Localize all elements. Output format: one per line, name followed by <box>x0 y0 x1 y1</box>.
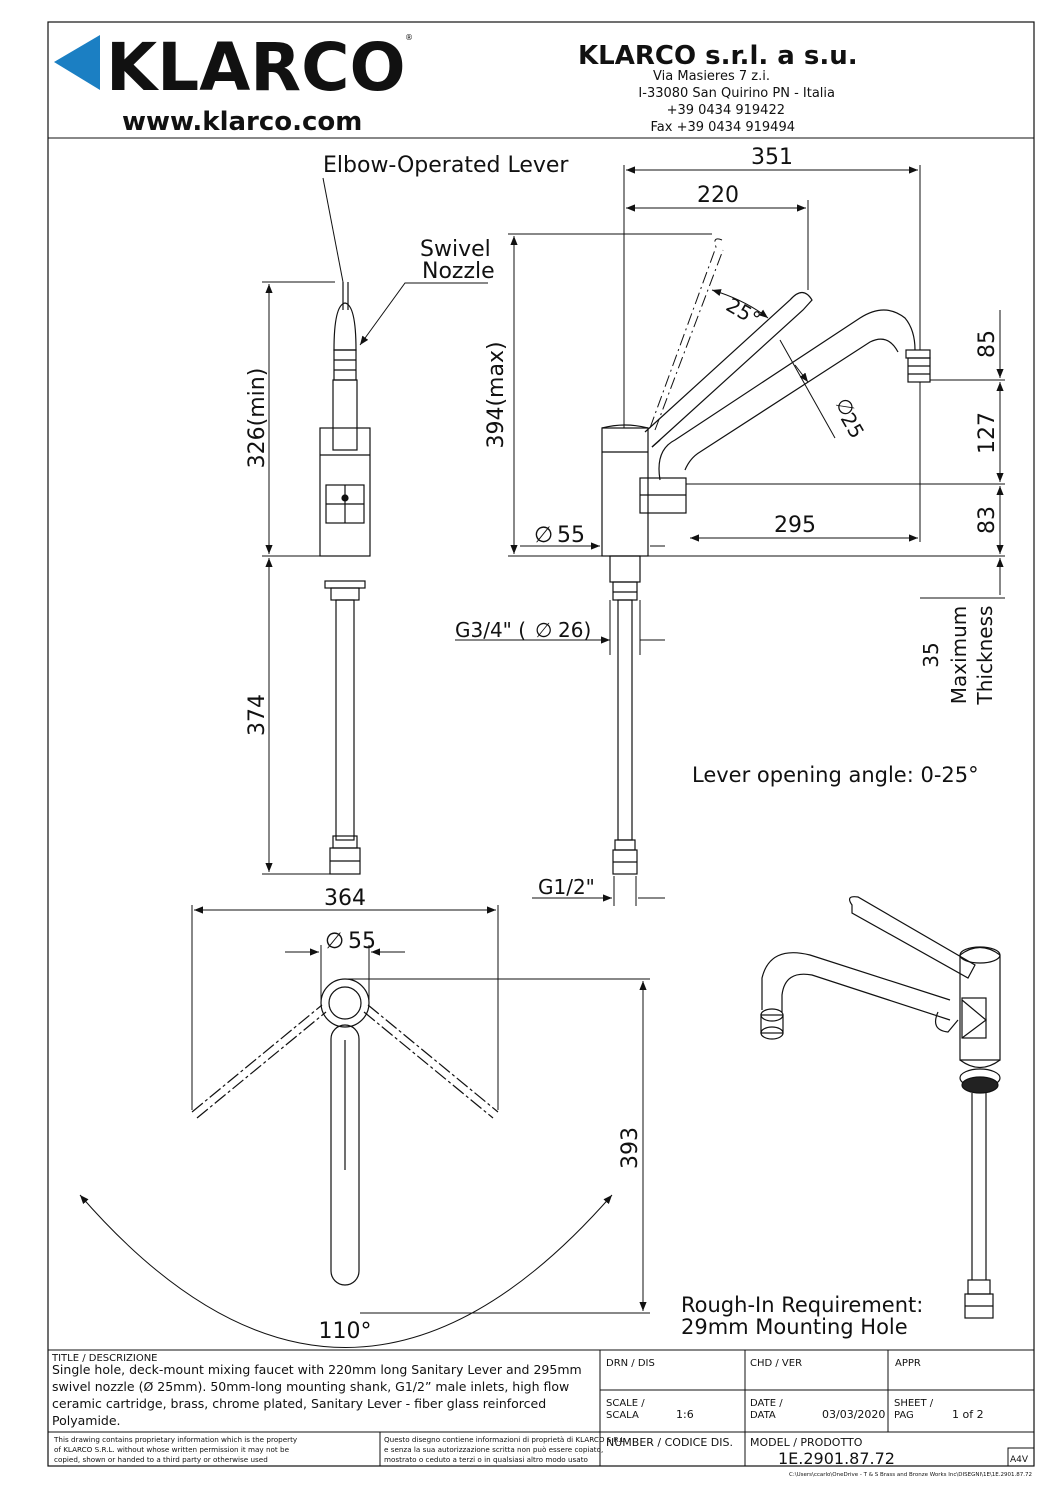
dim-g34: G3/4" ( <box>455 618 526 642</box>
scale-label-2: SCALA <box>606 1410 639 1421</box>
sheet-label-1: SHEET / <box>894 1398 934 1409</box>
description-line: ceramic cartridge, brass, chrome plated,… <box>52 1396 546 1411</box>
chd-label: CHD / VER <box>750 1358 802 1369</box>
paper-size: A4V <box>1010 1455 1029 1465</box>
date-label-2: DATA <box>750 1410 776 1421</box>
legal-line: mostrato o ceduto a terzi o in qualsiasi… <box>384 1455 588 1464</box>
max-thickness-value: 35 <box>919 642 943 667</box>
dim-angle-110: 110° <box>319 1319 372 1344</box>
legal-line: copied, shown or handed to a third party… <box>54 1455 268 1464</box>
top-view-dimensions <box>79 905 650 1348</box>
dim-dia-55-side-symbol: ∅ <box>534 523 553 548</box>
legal-notice-en: This drawing contains proprietary inform… <box>53 1435 298 1464</box>
dim-364: 364 <box>324 886 366 911</box>
description: Single hole, deck-mount mixing faucet wi… <box>52 1362 582 1428</box>
title-label: TITLE / DESCRIZIONE <box>51 1353 158 1364</box>
company-name: KLARCO s.r.l. a s.u. <box>578 41 858 71</box>
appr-label: APPR <box>895 1358 921 1369</box>
description-line: Single hole, deck-mount mixing faucet wi… <box>52 1362 582 1377</box>
max-thickness-label-2: Thickness <box>973 606 997 706</box>
front-view <box>319 177 371 875</box>
isometric-view <box>760 896 1001 1319</box>
sheet-value: 1 of 2 <box>952 1408 984 1421</box>
dim-295: 295 <box>774 513 816 538</box>
lever-angle-note: Lever opening angle: 0-25° <box>692 763 979 787</box>
dim-127: 127 <box>975 412 1000 454</box>
scale-value: 1:6 <box>676 1408 694 1421</box>
drn-label: DRN / DIS <box>606 1358 655 1369</box>
address-line2: I-33080 San Quirino PN - Italia <box>638 86 835 101</box>
roughin-label-2: 29mm Mounting Hole <box>681 1315 908 1339</box>
legal-notice-it: Questo disegno contiene informazioni di … <box>384 1435 627 1464</box>
max-thickness-label-1: Maximum <box>947 606 971 705</box>
roughin-label-1: Rough-In Requirement: <box>681 1293 923 1317</box>
phone-number: +39 0434 919422 <box>667 103 785 118</box>
sheet-label-2: PAG <box>894 1410 914 1421</box>
legal-line: e senza la sua autorizzazione scritta no… <box>384 1445 603 1454</box>
date-value: 03/03/2020 <box>822 1408 885 1421</box>
logo-arrow-icon <box>54 35 100 90</box>
front-view-dimensions <box>262 281 488 875</box>
scale-label-1: SCALE / <box>606 1398 645 1409</box>
model-label: MODEL / PRODOTTO <box>750 1436 863 1449</box>
sheet-border <box>47 21 1035 1467</box>
dim-85: 85 <box>975 330 1000 358</box>
date-label-1: DATE / <box>750 1398 783 1409</box>
dim-dia-55-top: 55 <box>348 929 376 954</box>
website-link[interactable]: www.klarco.com <box>122 107 362 137</box>
side-view-dimensions <box>455 165 1005 906</box>
dim-angle-25: 25° <box>722 293 765 332</box>
address-line1: Via Masieres 7 z.i. <box>653 69 770 84</box>
registered-mark: ® <box>405 33 413 42</box>
dim-393: 393 <box>618 1127 643 1169</box>
legal-line: This drawing contains proprietary inform… <box>53 1435 298 1444</box>
dim-326-min: 326(min) <box>245 368 270 469</box>
dim-220: 220 <box>697 183 739 208</box>
side-view <box>601 238 931 875</box>
dim-dia-55-top-symbol: ∅ <box>325 929 344 954</box>
elbow-lever-label: Elbow-Operated Lever <box>323 153 569 178</box>
top-view <box>191 978 499 1286</box>
dim-394-max: 394(max) <box>484 341 509 448</box>
dim-83: 83 <box>975 506 1000 534</box>
legal-line: of KLARCO S.R.L. without whose written p… <box>54 1445 290 1454</box>
dim-dia-55-side: 55 <box>557 523 585 548</box>
dim-g12: G1/2" <box>538 875 595 899</box>
dim-351: 351 <box>751 145 793 170</box>
dim-g34-dia: 26) <box>558 618 591 642</box>
file-path: C:\Users\ccarlo\OneDrive - T & S Brass a… <box>789 1472 1032 1478</box>
description-line: swivel nozzle (Ø 25mm). 50mm-long mounti… <box>52 1379 569 1394</box>
logo-text: KLARCO <box>106 29 406 106</box>
dim-g34-dia-symbol: ∅ <box>535 618 552 642</box>
model-value: 1E.2901.87.72 <box>778 1449 895 1468</box>
description-line: Polyamide. <box>52 1413 121 1428</box>
legal-line: Questo disegno contiene informazioni di … <box>384 1435 627 1444</box>
dim-374: 374 <box>245 694 270 736</box>
swivel-nozzle-label-1: Swivel <box>420 237 491 262</box>
fax-number: Fax +39 0434 919494 <box>651 120 796 135</box>
number-label: NUMBER / CODICE DIS. <box>606 1436 733 1449</box>
title-block-grid <box>48 1349 1035 1467</box>
swivel-nozzle-label-2: Nozzle <box>422 259 495 284</box>
